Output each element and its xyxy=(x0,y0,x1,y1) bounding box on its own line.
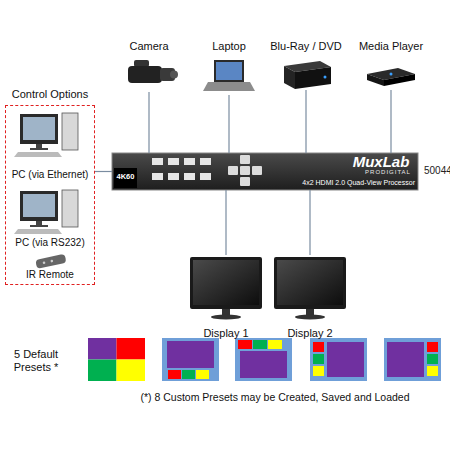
source-device: Camera xyxy=(118,40,180,92)
quad-view-processor: 4K60 MuxLabPRODIGITAL 4x2 HDMI 2.0 Quad-Vi… xyxy=(112,153,418,190)
connector-line xyxy=(390,90,391,153)
pc-icon xyxy=(14,190,78,234)
preset-layout xyxy=(235,338,292,381)
node-text: Display 1 xyxy=(188,327,264,340)
control-device: PC (via RS232) xyxy=(8,186,92,252)
control-device: IR Remote xyxy=(8,254,92,282)
media-player-icon xyxy=(367,68,415,86)
node-text: IR Remote xyxy=(8,269,92,281)
connector-line xyxy=(225,190,226,255)
node-text: MuxLab xyxy=(346,153,416,170)
display-monitor: Display 2 xyxy=(272,255,348,341)
node-text: Laptop xyxy=(200,40,258,53)
preset-layout xyxy=(88,338,145,381)
preset-layout xyxy=(310,338,367,381)
laptop-icon xyxy=(203,60,255,91)
ir-remote-icon xyxy=(35,254,66,269)
source-device: Laptop xyxy=(200,40,258,95)
node-text: PC (via Ethernet) xyxy=(8,169,92,181)
connector-line xyxy=(95,171,112,172)
preset-layout xyxy=(384,338,441,381)
node-text: PRODIGITAL xyxy=(360,169,416,176)
display-monitor: Display 1 xyxy=(188,255,264,341)
node-text: PC (via RS232) xyxy=(8,237,92,249)
connector-line xyxy=(148,92,149,153)
node-text: Camera xyxy=(118,40,180,53)
node-text: 500446 xyxy=(424,165,450,177)
node-text: 4K60 xyxy=(114,173,137,182)
pc-icon xyxy=(14,113,78,157)
control-options-group: Control OptionsPC (via Ethernet)PC (via … xyxy=(5,105,95,285)
processor-chassis xyxy=(112,153,418,190)
monitor-icon xyxy=(274,257,346,320)
connector-line xyxy=(305,90,306,153)
footnote: (*) 8 Custom Presets may be Created, Sav… xyxy=(105,391,445,403)
monitor-icon xyxy=(190,257,262,320)
node-text: Display 2 xyxy=(272,327,348,340)
connector-line xyxy=(309,190,310,255)
source-device: Blu-Ray / DVD xyxy=(268,40,344,90)
preset-layout xyxy=(162,338,219,381)
bluray-player-icon xyxy=(284,61,331,89)
source-device: Media Player xyxy=(356,40,426,90)
node-text: 4x2 HDMI 2.0 Quad-View Processor xyxy=(288,179,415,187)
presets-label: 5 Default Presets * xyxy=(4,348,68,373)
connector-line xyxy=(228,95,229,153)
node-text: Control Options xyxy=(4,88,96,101)
node-text: Media Player xyxy=(356,40,426,53)
node-text: Blu-Ray / DVD xyxy=(268,40,344,53)
camera-icon xyxy=(128,60,178,83)
control-device: PC (via Ethernet) xyxy=(8,110,92,184)
